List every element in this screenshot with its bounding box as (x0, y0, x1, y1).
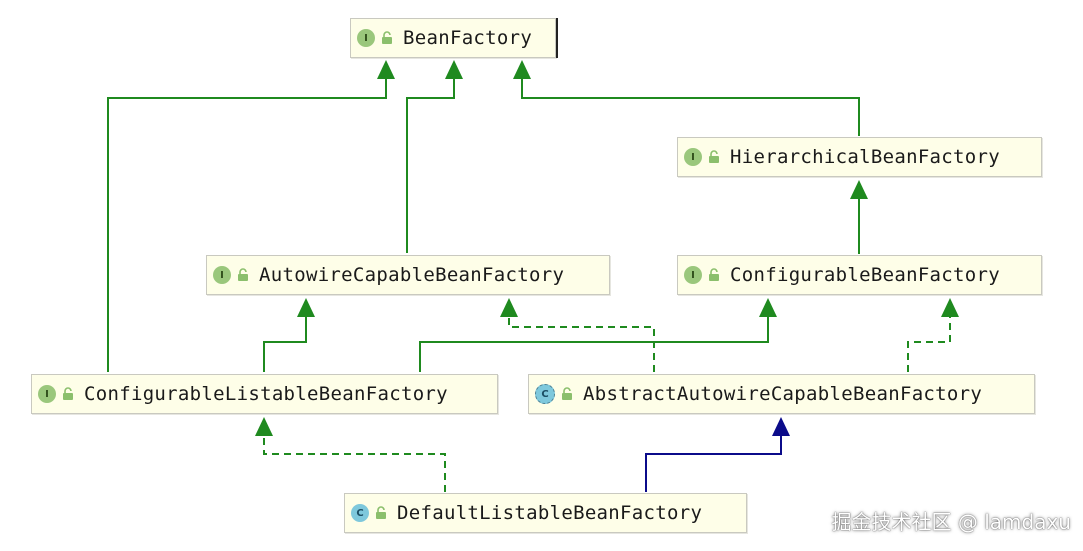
node-label: BeanFactory (403, 27, 533, 49)
arrowhead-icon (850, 180, 868, 199)
arrowhead-icon (377, 60, 395, 79)
unlock-icon (376, 506, 386, 519)
node-label: HierarchicalBeanFactory (730, 146, 1000, 168)
node-configurable-listable-bean-factory[interactable]: I ConfigurableListableBeanFactory (31, 374, 498, 414)
interface-icon: I (38, 385, 56, 403)
node-hierarchical-bean-factory[interactable]: I HierarchicalBeanFactory (677, 137, 1042, 177)
node-configurable-bean-factory[interactable]: I ConfigurableBeanFactory (677, 255, 1042, 295)
node-bean-factory[interactable]: I BeanFactory (350, 18, 556, 58)
unlock-icon (709, 268, 719, 281)
interface-icon: I (684, 266, 702, 284)
node-autowire-capable-bean-factory[interactable]: I AutowireCapableBeanFactory (206, 255, 610, 295)
node-default-listable-bean-factory[interactable]: C DefaultListableBeanFactory (344, 493, 747, 533)
interface-icon: I (357, 29, 375, 47)
node-abstract-autowire-capable-bean-factory[interactable]: C AbstractAutowireCapableBeanFactory (528, 374, 1035, 414)
arrowhead-icon (445, 60, 463, 79)
arrowhead-icon (759, 298, 777, 317)
arrowhead-icon (297, 298, 315, 317)
abstract-class-icon: C (535, 384, 555, 404)
watermark: 掘金技术社区 @ lamdaxu (831, 510, 1071, 534)
text-cursor (556, 18, 558, 58)
class-icon: C (351, 504, 369, 522)
edge-configurable-listable-to-bean-factory (107, 78, 387, 372)
interface-icon: I (213, 266, 231, 284)
unlock-icon (238, 268, 248, 281)
node-label: ConfigurableListableBeanFactory (84, 383, 448, 405)
edge-autowire-capable-to-bean-factory (406, 78, 455, 253)
unlock-icon (562, 387, 572, 400)
edge-default-listable-to-configurable-listable (263, 436, 446, 492)
node-label: AutowireCapableBeanFactory (259, 264, 565, 286)
edge-default-listable-to-abstract-autowire (645, 436, 782, 492)
edge-configurable-listable-to-configurable (419, 316, 769, 372)
edge-configurable-listable-to-autowire-capable (263, 316, 307, 372)
unlock-icon (382, 31, 392, 44)
arrowhead-icon (255, 417, 273, 436)
node-label: ConfigurableBeanFactory (730, 264, 1000, 286)
node-label: DefaultListableBeanFactory (397, 502, 703, 524)
edge-hierarchical-to-bean-factory (521, 78, 860, 136)
edge-abstract-autowire-to-configurable (907, 316, 951, 372)
arrowhead-icon (513, 60, 531, 79)
edge-abstract-autowire-to-autowire-capable (508, 316, 655, 372)
arrowhead-icon (500, 298, 518, 317)
arrowhead-icon (772, 417, 790, 436)
unlock-icon (709, 150, 719, 163)
unlock-icon (63, 387, 73, 400)
node-label: AbstractAutowireCapableBeanFactory (583, 383, 983, 405)
interface-icon: I (684, 148, 702, 166)
arrowhead-icon (941, 298, 959, 317)
